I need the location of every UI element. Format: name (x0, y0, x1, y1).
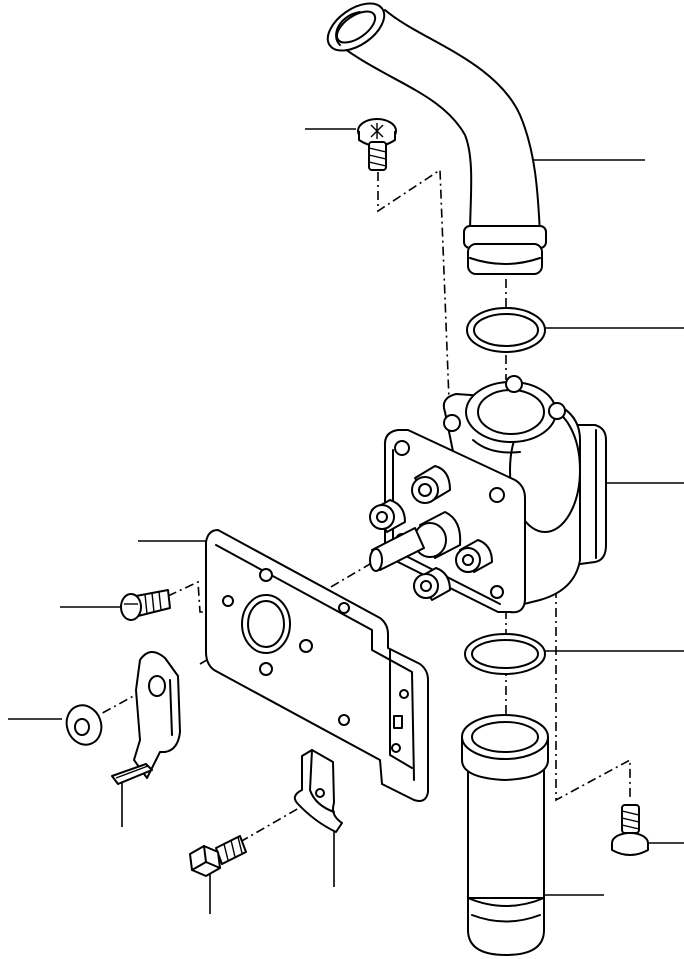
pin (111, 763, 153, 785)
lower-o-ring (464, 633, 546, 675)
small-screw (120, 589, 171, 621)
centerline-upper-screw (377, 168, 450, 401)
upper-o-ring (466, 307, 546, 353)
mounting-bracket (205, 529, 429, 802)
lever-plate (133, 651, 181, 779)
flat-washer (65, 704, 103, 746)
spring-clip (293, 749, 343, 833)
hex-bolt (189, 835, 247, 877)
lower-screw (611, 804, 649, 856)
centerline-lower-screw (555, 570, 631, 802)
valve-body (369, 375, 607, 614)
centerline-bolt (239, 796, 319, 843)
upper-screw (357, 118, 397, 171)
lower-pipe (461, 714, 549, 956)
leader-lines (8, 128, 684, 914)
upper-elbow-hose (326, 2, 547, 275)
